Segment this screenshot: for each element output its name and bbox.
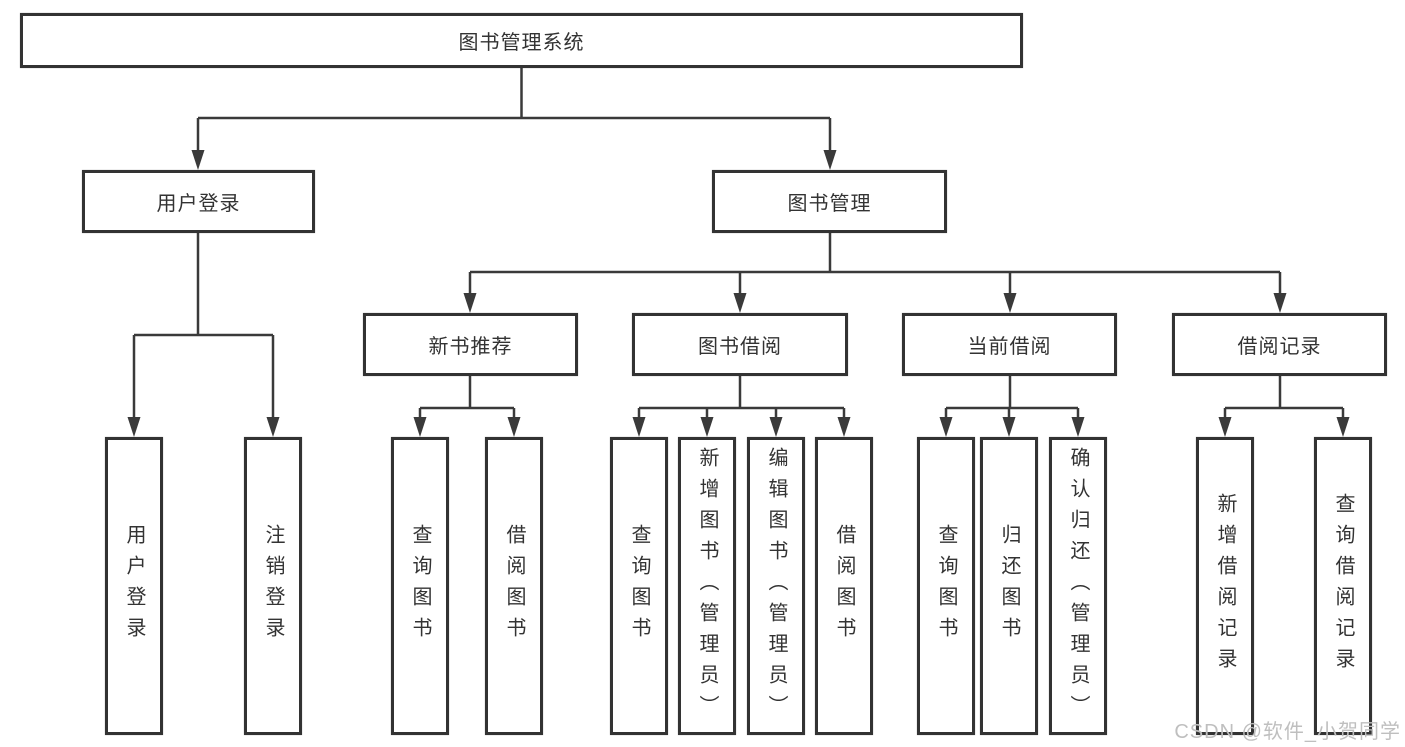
leaf-query-books-recommend: 查询图书: [391, 437, 449, 735]
leaf-user-login: 用户登录: [105, 437, 163, 735]
leaf-add-book-admin: 新增图书（管理员）: [678, 437, 736, 735]
leaf-query-books-current: 查询图书: [917, 437, 975, 735]
node-new-book-recommend: 新书推荐: [363, 313, 578, 376]
leaf-edit-book-admin-label: 编辑图书（管理员）: [765, 446, 787, 726]
leaf-logout: 注销登录: [244, 437, 302, 735]
leaf-query-books-recommend-label: 查询图书: [409, 524, 431, 648]
leaf-return-book: 归还图书: [980, 437, 1038, 735]
node-book-borrow-label: 图书借阅: [698, 336, 782, 358]
leaf-confirm-return-admin-label: 确认归还（管理员）: [1067, 446, 1089, 726]
leaf-borrow-books-recommend: 借阅图书: [485, 437, 543, 735]
leaf-return-book-label: 归还图书: [998, 524, 1020, 648]
node-current-borrow-label: 当前借阅: [967, 336, 1052, 358]
node-book-borrow: 图书借阅: [632, 313, 848, 376]
leaf-add-borrow-record-label: 新增借阅记录: [1214, 493, 1236, 679]
leaf-borrow-books-borrow: 借阅图书: [815, 437, 873, 735]
node-root-system: 图书管理系统: [20, 13, 1023, 68]
node-borrow-records: 借阅记录: [1172, 313, 1387, 376]
node-user-login-label: 用户登录: [156, 193, 241, 215]
leaf-query-books-borrow-label: 查询图书: [628, 524, 650, 648]
leaf-borrow-books-borrow-label: 借阅图书: [833, 524, 855, 648]
node-root-label: 图书管理系统: [458, 32, 585, 54]
node-borrow-records-label: 借阅记录: [1237, 336, 1322, 358]
leaf-add-book-admin-label: 新增图书（管理员）: [696, 446, 718, 726]
leaf-query-borrow-record-label: 查询借阅记录: [1332, 493, 1354, 679]
leaf-query-books-borrow: 查询图书: [610, 437, 668, 735]
leaf-edit-book-admin: 编辑图书（管理员）: [747, 437, 805, 735]
leaf-logout-label: 注销登录: [262, 524, 284, 648]
csdn-watermark: CSDN @软件_小贺同学: [1174, 721, 1401, 743]
node-user-login: 用户登录: [82, 170, 315, 233]
node-new-book-recommend-label: 新书推荐: [428, 336, 513, 358]
leaf-add-borrow-record: 新增借阅记录: [1196, 437, 1254, 735]
leaf-query-borrow-record: 查询借阅记录: [1314, 437, 1372, 735]
node-book-management-label: 图书管理: [787, 193, 872, 215]
leaf-confirm-return-admin: 确认归还（管理员）: [1049, 437, 1107, 735]
leaf-query-books-current-label: 查询图书: [935, 524, 957, 648]
leaf-user-login-label: 用户登录: [123, 524, 145, 648]
node-book-management: 图书管理: [712, 170, 947, 233]
leaf-borrow-books-recommend-label: 借阅图书: [503, 524, 525, 648]
node-current-borrow: 当前借阅: [902, 313, 1117, 376]
